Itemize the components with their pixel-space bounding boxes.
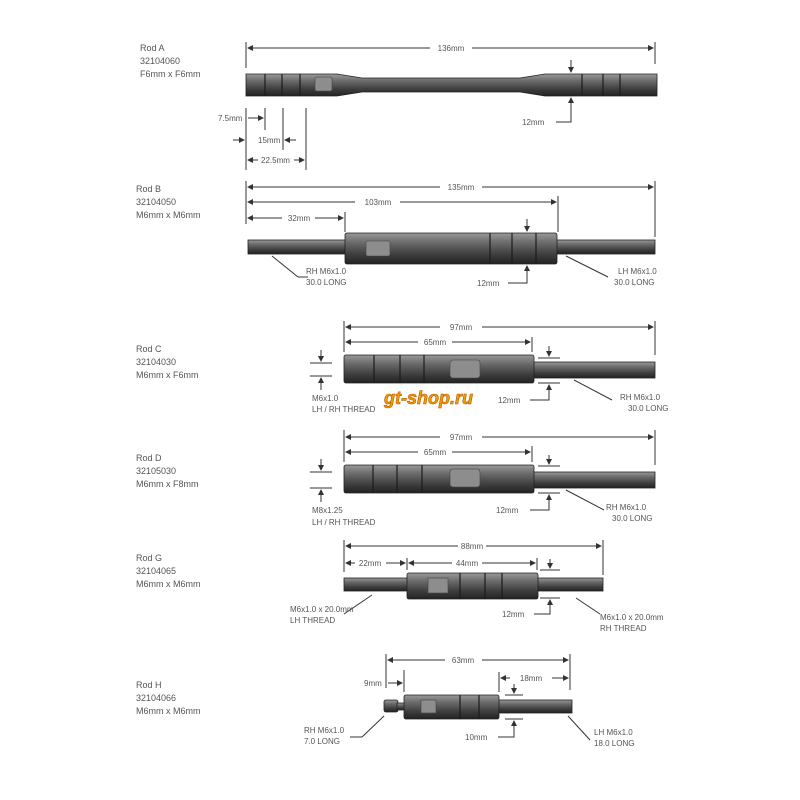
rod-spec: F6mm x F6mm bbox=[140, 69, 201, 79]
note-left-2: LH THREAD bbox=[290, 616, 335, 625]
dim-right: 18mm bbox=[520, 674, 543, 683]
dim-total: 97mm bbox=[450, 433, 473, 442]
watermark-logo: gt-shop.ru bbox=[383, 388, 473, 408]
rod-name: Rod G bbox=[136, 553, 162, 563]
rod-g: Rod G 32104065 M6mm x M6mm 88mm 22mm 44m… bbox=[136, 540, 664, 633]
note-left-1: M6x1.0 x 20.0mm bbox=[290, 605, 354, 614]
dim-left: 32mm bbox=[288, 214, 311, 223]
dim-b: 15mm bbox=[258, 136, 281, 145]
note-left-2: 30.0 LONG bbox=[306, 278, 346, 287]
dim-total: 136mm bbox=[438, 44, 465, 53]
dim-c: 22.5mm bbox=[261, 156, 290, 165]
dim-left: 22mm bbox=[359, 559, 382, 568]
dim-diameter: 12mm bbox=[498, 396, 521, 405]
rod-name: Rod D bbox=[136, 453, 162, 463]
dim-diameter: 12mm bbox=[496, 506, 519, 515]
note-right-2: 30.0 LONG bbox=[614, 278, 654, 287]
dim-mid: 103mm bbox=[365, 198, 392, 207]
note-right-2: 18.0 LONG bbox=[594, 739, 634, 748]
dim-diameter: 12mm bbox=[502, 610, 525, 619]
dim-diameter: 12mm bbox=[477, 279, 500, 288]
rod-spec: M6mm x M6mm bbox=[136, 706, 201, 716]
rod-spec: M6mm x M6mm bbox=[136, 579, 201, 589]
note-right-1: LH M6x1.0 bbox=[618, 267, 657, 276]
rod-h: Rod H 32104066 M6mm x M6mm 63mm 9mm 18mm… bbox=[136, 654, 634, 748]
note-right-2: 30.0 LONG bbox=[612, 514, 652, 523]
note-right-1: LH M6x1.0 bbox=[594, 728, 633, 737]
dim-left: 9mm bbox=[364, 679, 382, 688]
rod-part-number: 32104066 bbox=[136, 693, 176, 703]
rod-name: Rod H bbox=[136, 680, 162, 690]
dim-diameter: 12mm bbox=[522, 118, 545, 127]
dim-a: 7.5mm bbox=[218, 114, 243, 123]
note-left-1: M8x1.25 bbox=[312, 506, 343, 515]
rod-name: Rod B bbox=[136, 184, 161, 194]
rod-part-number: 32105030 bbox=[136, 466, 176, 476]
note-right-2: RH THREAD bbox=[600, 624, 647, 633]
dim-body: 65mm bbox=[424, 448, 447, 457]
note-left-2: LH / RH THREAD bbox=[312, 518, 376, 527]
rod-a: Rod A 32104060 F6mm x F6mm 136mm 12mm 7.… bbox=[140, 42, 658, 170]
rod-spec: M6mm x F6mm bbox=[136, 370, 199, 380]
dim-total: 97mm bbox=[450, 323, 473, 332]
dim-body: 44mm bbox=[456, 559, 479, 568]
rod-b: Rod B 32104050 M6mm x M6mm 135mm 103mm 3… bbox=[136, 181, 657, 288]
rod-part-number: 32104030 bbox=[136, 357, 176, 367]
note-right-1: RH M6x1.0 bbox=[606, 503, 647, 512]
note-left-1: RH M6x1.0 bbox=[306, 267, 347, 276]
rod-part-number: 32104065 bbox=[136, 566, 176, 576]
dim-total: 135mm bbox=[448, 183, 475, 192]
note-left-2: LH / RH THREAD bbox=[312, 405, 376, 414]
note-left-2: 7.0 LONG bbox=[304, 737, 340, 746]
note-right-1: M6x1.0 x 20.0mm bbox=[600, 613, 664, 622]
rod-spec: M6mm x F8mm bbox=[136, 479, 199, 489]
rod-name: Rod C bbox=[136, 344, 162, 354]
note-right-2: 30.0 LONG bbox=[628, 404, 668, 413]
rod-c: Rod C 32104030 M6mm x F6mm 97mm 65mm M6x… bbox=[136, 321, 668, 414]
dim-diameter: 10mm bbox=[465, 733, 488, 742]
note-right-1: RH M6x1.0 bbox=[620, 393, 661, 402]
rod-part-number: 32104050 bbox=[136, 197, 176, 207]
rod-spec: M6mm x M6mm bbox=[136, 210, 201, 220]
dim-total: 88mm bbox=[461, 542, 484, 551]
dim-body: 65mm bbox=[424, 338, 447, 347]
rod-name: Rod A bbox=[140, 43, 165, 53]
dim-total: 63mm bbox=[452, 656, 475, 665]
note-left-1: RH M6x1.0 bbox=[304, 726, 345, 735]
rod-part-number: 32104060 bbox=[140, 56, 180, 66]
rod-d: Rod D 32105030 M6mm x F8mm 97mm 65mm M8x… bbox=[136, 430, 656, 527]
note-left-1: M6x1.0 bbox=[312, 394, 339, 403]
